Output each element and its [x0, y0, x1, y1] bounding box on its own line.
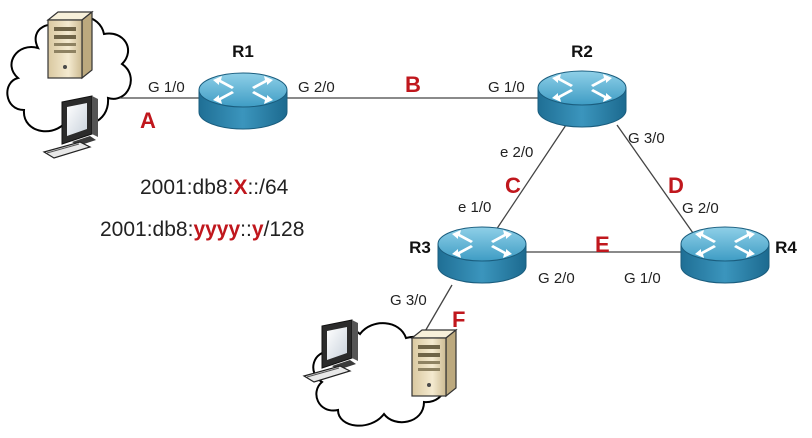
- address-format-subnet: 2001:db8:X::/64: [140, 176, 289, 199]
- router-icon: [437, 226, 527, 284]
- router-label-r4: R4: [775, 238, 797, 257]
- segment-label-b: B: [405, 72, 421, 97]
- interface-label-r1-g1-0: G 1/0: [148, 79, 185, 96]
- interface-label-r3-g2-0: G 2/0: [538, 270, 575, 287]
- router-label-r3: R3: [409, 238, 431, 257]
- server-icon: [47, 11, 93, 79]
- interface-label-r2-e2-0: e 2/0: [500, 144, 533, 161]
- router-icon: [537, 70, 627, 128]
- segment-label-e: E: [595, 232, 610, 257]
- router-label-r1: R1: [232, 42, 254, 61]
- router-label-r2: R2: [571, 42, 593, 61]
- link-d: [616, 124, 694, 234]
- router-icon: [198, 72, 288, 130]
- segment-label-a: A: [140, 108, 156, 133]
- interface-label-r4-g2-0: G 2/0: [682, 200, 719, 217]
- segment-label-d: D: [668, 173, 684, 198]
- segment-label-c: C: [505, 173, 521, 198]
- interface-label-r2-g3-0: G 3/0: [628, 130, 665, 147]
- server-icon: [411, 329, 457, 397]
- interface-label-r3-g3-0: G 3/0: [390, 292, 427, 309]
- interface-label-r1-g2-0: G 2/0: [298, 79, 335, 96]
- interface-label-r2-g1-0: G 1/0: [488, 79, 525, 96]
- segment-label-f: F: [452, 307, 465, 332]
- router-icon: [680, 226, 770, 284]
- interface-label-r3-e1-0: e 1/0: [458, 199, 491, 216]
- address-format-host: 2001:db8:yyyy::y/128: [100, 218, 304, 241]
- interface-label-r4-g1-0: G 1/0: [624, 270, 661, 287]
- link-c: [493, 124, 567, 234]
